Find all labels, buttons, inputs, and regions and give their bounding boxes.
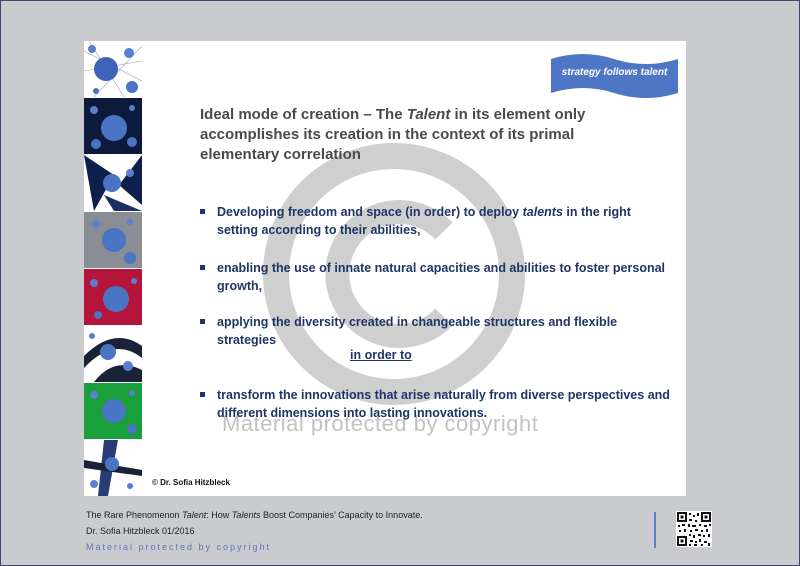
footer-divider xyxy=(654,512,656,548)
slide: Material protected by copyright strategy… xyxy=(84,41,686,496)
bullet-marker xyxy=(200,209,205,214)
bullet-3-text: applying the diversity created in change… xyxy=(217,315,618,347)
bullet-marker xyxy=(200,319,205,324)
qr-code-icon xyxy=(676,511,712,547)
copyright-watermark-icon xyxy=(244,139,544,414)
heading-text-1: Ideal mode of creation – The xyxy=(200,106,407,123)
artwork-tile-3 xyxy=(84,155,142,211)
bullet-2-text: enabling the use of innate natural capac… xyxy=(217,261,666,293)
watermark-text: Material protected by copyright xyxy=(222,411,539,436)
artwork-tile-5 xyxy=(84,269,142,325)
bullet-marker xyxy=(200,265,205,270)
bullet-item-3: applying the diversity created in change… xyxy=(200,313,670,349)
slide-heading: Ideal mode of creation – The Talent in i… xyxy=(200,105,640,165)
footer-title-talents: Talents xyxy=(231,510,261,520)
bullet-1-emphasis: talents xyxy=(522,205,563,219)
artwork-tile-1 xyxy=(84,41,142,97)
heading-talent: Talent xyxy=(406,106,451,123)
bullet-item-2: enabling the use of innate natural capac… xyxy=(200,259,670,295)
artwork-tile-8 xyxy=(84,440,142,496)
footer-title-c: Boost Companies’ Capacity to Innovate. xyxy=(260,510,423,520)
bullet-1-text-end: in the right setting according to their … xyxy=(217,205,631,237)
bullet-marker xyxy=(200,392,205,397)
heading-text-2: in its element only accomplishes its cre… xyxy=(200,106,586,163)
footer-author-date: Dr. Sofia Hitzbleck 01/2016 xyxy=(86,526,195,536)
bullet-item-1: Developing freedom and space (in order) … xyxy=(200,203,670,239)
footer-title-b: : How xyxy=(206,510,232,520)
artwork-tile-2 xyxy=(84,98,142,154)
artwork-strip xyxy=(84,41,142,496)
artwork-tile-6 xyxy=(84,326,142,382)
footer-copyright: Material protected by copyright xyxy=(86,542,272,552)
artwork-tile-4 xyxy=(84,212,142,268)
bullet-1-text: Developing freedom and space (in order) … xyxy=(217,205,523,219)
ribbon-label: strategy follows talent xyxy=(561,67,668,78)
connector-text: in order to xyxy=(350,348,412,362)
strategy-ribbon: strategy follows talent xyxy=(551,53,678,101)
footer-title-a: The Rare Phenomenon xyxy=(86,510,183,520)
footer-title-talent: Talent xyxy=(182,510,207,520)
artwork-tile-7 xyxy=(84,383,142,439)
copyright-note: © Dr. Sofia Hitzbleck xyxy=(152,478,230,487)
footer-book-title: The Rare Phenomenon Talent: How Talents … xyxy=(86,510,423,520)
bullet-4-text: transform the innovations that arise nat… xyxy=(217,388,670,420)
bullet-item-4: transform the innovations that arise nat… xyxy=(200,386,670,422)
